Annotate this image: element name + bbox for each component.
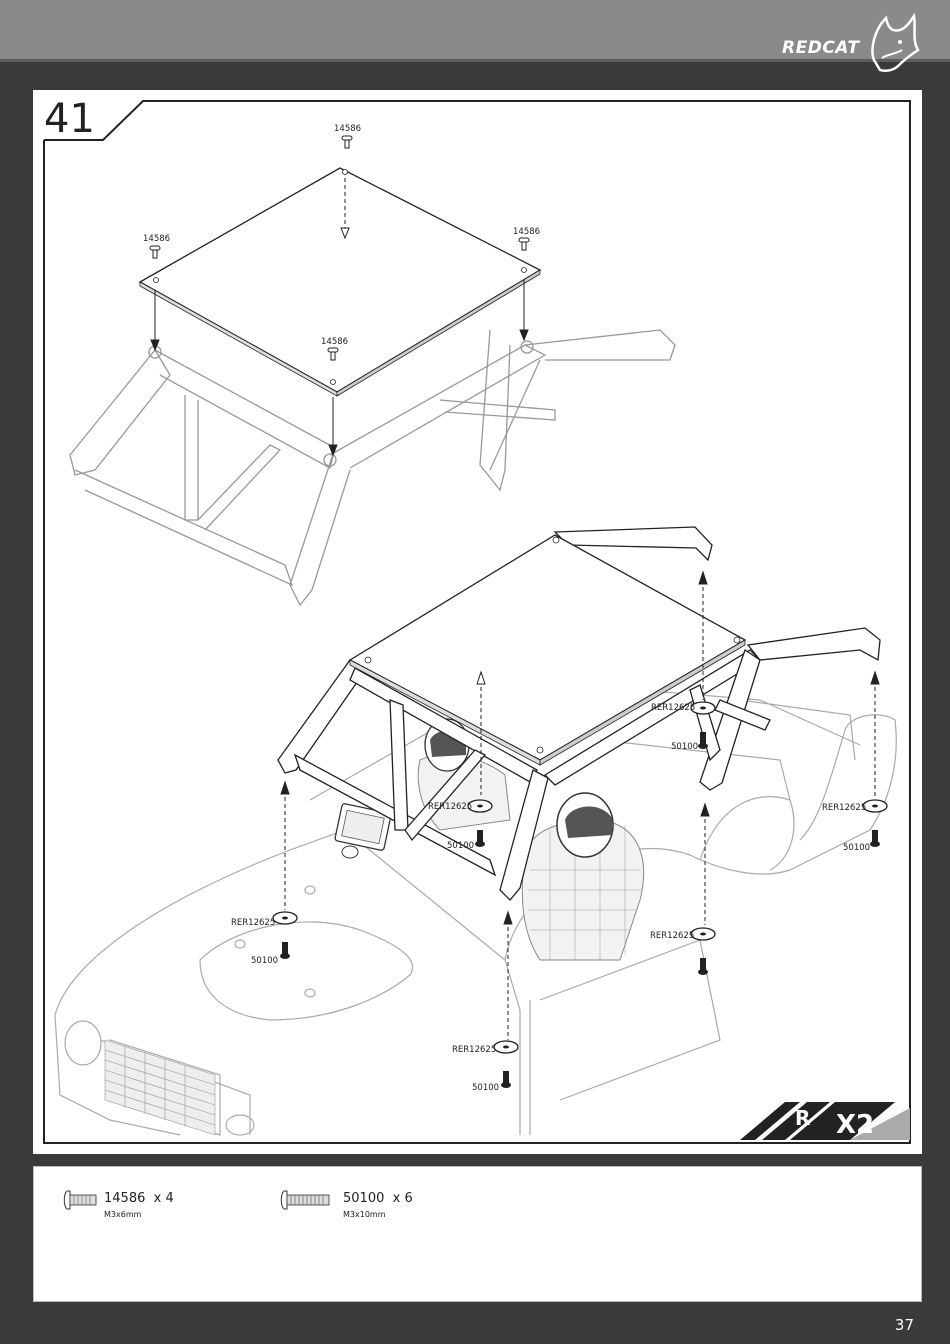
badge-mark: R [795, 1106, 810, 1130]
part-qty: x 4 [154, 1191, 174, 1206]
screw-label-right: 14586 [513, 227, 540, 237]
front-grille [105, 1040, 215, 1135]
screw-label-top: 14586 [334, 124, 361, 134]
washer-label: RER12625 [452, 1045, 496, 1055]
screw-label-left: 14586 [143, 234, 170, 244]
washer-label: RER12625 [650, 931, 694, 941]
body-screw-label: 50100 [472, 1083, 499, 1093]
part-spec: M3x10mm [343, 1210, 386, 1219]
washer-label: RER12625 [651, 703, 695, 713]
body-screw-label: 50100 [671, 742, 698, 752]
parts-list: 14586 x 4 M3x6mm 50100 x 6 M3x10mm [33, 1166, 922, 1302]
long-screw-icon [279, 1189, 331, 1211]
screw-label-front: 14586 [321, 337, 348, 347]
x2-badge: X2 R [740, 1102, 910, 1140]
lower-roof-panel [350, 535, 745, 760]
body-screw-label: 50100 [251, 956, 278, 966]
page-number: 37 [895, 1316, 914, 1334]
washer-label: RER12625 [822, 803, 866, 813]
part-spec: M3x6mm [104, 1210, 141, 1219]
body-screw-label: 50100 [447, 841, 474, 851]
washer-label: RER12625 [231, 918, 275, 928]
body-screw-label: 50100 [843, 843, 870, 853]
x2-badge-text: X2 [836, 1110, 874, 1140]
part-qty: x 6 [393, 1191, 413, 1206]
washer-label: RER12625 [428, 802, 472, 812]
part-code: 50100 [343, 1191, 384, 1206]
part-code: 14586 [104, 1191, 145, 1206]
button-head-screw-icon [62, 1189, 98, 1211]
upper-roof-panel [140, 168, 540, 392]
